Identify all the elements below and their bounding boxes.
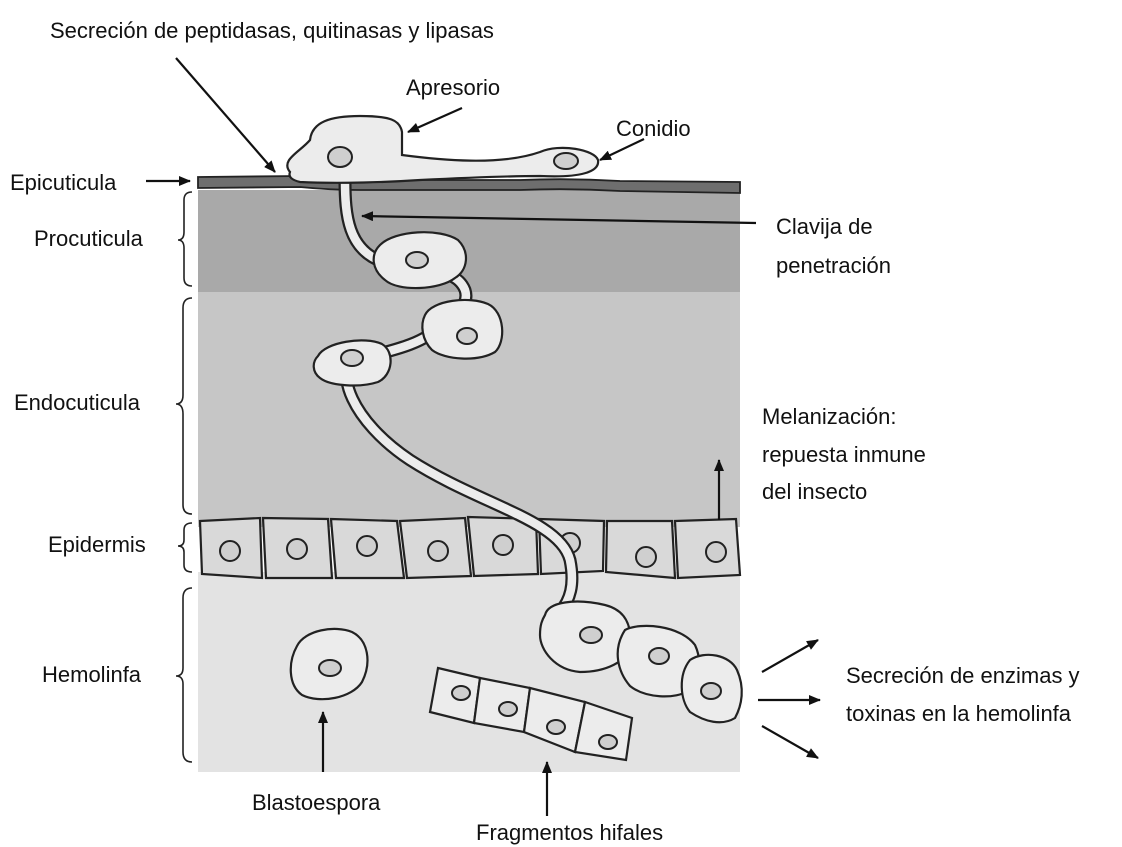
label-procuticula: Procuticula (34, 226, 144, 251)
label-secretion-right-1: Secreción de enzimas y (846, 663, 1080, 688)
label-fragmentos: Fragmentos hifales (476, 820, 663, 845)
label-endocuticula: Endocuticula (14, 390, 141, 415)
arrow-apresorio (408, 108, 462, 132)
label-epidermis: Epidermis (48, 532, 146, 557)
label-secretion-right-2: toxinas en la hemolinfa (846, 701, 1072, 726)
arrow-secretion-down (762, 726, 818, 758)
label-epicuticula: Epicuticula (10, 170, 117, 195)
epidermis-layer (200, 517, 740, 578)
label-melanizacion-1: Melanización: (762, 404, 897, 429)
arrow-secretion (176, 58, 275, 172)
label-blastoespora: Blastoespora (252, 790, 381, 815)
arrow-conidio (600, 139, 644, 160)
conidio (554, 153, 578, 169)
procuticula-layer (198, 190, 740, 292)
layer-braces (176, 192, 192, 762)
label-conidio: Conidio (616, 116, 691, 141)
label-clavija-1: Clavija de (776, 214, 873, 239)
label-clavija-2: penetración (776, 253, 891, 278)
arrow-secretion-up (762, 640, 818, 672)
label-melanizacion-2: repuesta inmune (762, 442, 926, 467)
label-melanizacion-3: del insecto (762, 479, 867, 504)
label-hemolinfa: Hemolinfa (42, 662, 142, 687)
label-secretion-top: Secreción de peptidasas, quitinasas y li… (50, 18, 494, 43)
label-apresorio: Apresorio (406, 75, 500, 100)
